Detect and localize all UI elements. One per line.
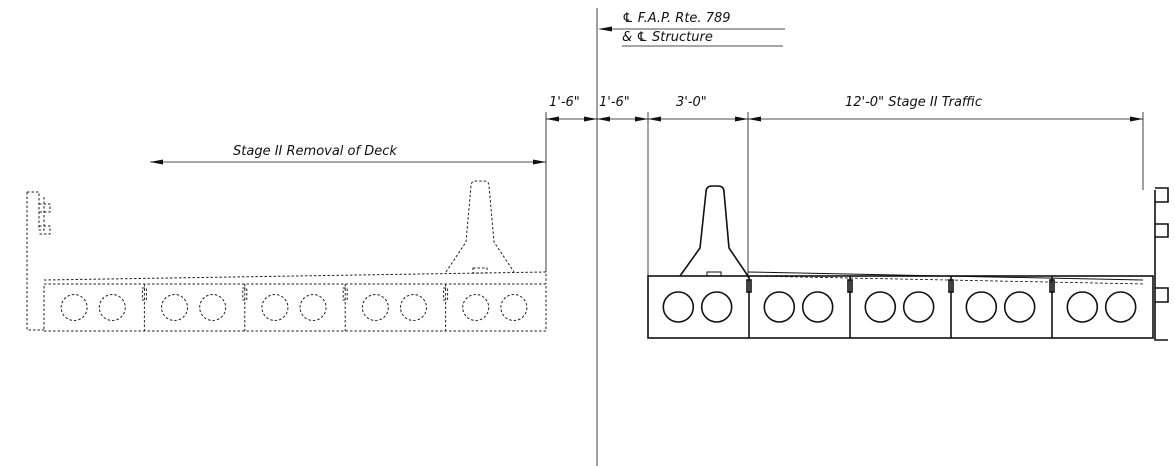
beam-void [902, 291, 935, 323]
beam-void [1104, 291, 1137, 323]
remaining-deck-section [647, 185, 1169, 341]
removal-label: Stage II Removal of Deck [233, 144, 397, 159]
shear-key [141, 287, 147, 301]
removed-deck-overlay [43, 271, 547, 284]
dimension-string: 1'-6" 1'-6" 3'-0" 12'-0" Stage II Traffi… [545, 95, 1144, 280]
removed-beam-void [361, 294, 389, 321]
removed-beam-void [199, 294, 227, 321]
removed-beam-void [299, 294, 327, 321]
shear-key [443, 287, 449, 301]
shear-key [342, 287, 348, 301]
shear-key [1049, 279, 1055, 293]
dim-left-offset: 1'-6" [549, 95, 580, 110]
beam-void [864, 291, 897, 323]
removed-beam-void [399, 294, 427, 321]
beam-void [662, 291, 695, 323]
removed-left-parapet [27, 191, 45, 231]
shear-key [746, 279, 752, 293]
dim-traffic-lane: 12'-0" Stage II Traffic [845, 95, 982, 110]
dim-barrier-width: 3'-0" [676, 95, 707, 110]
removed-beam-void [261, 294, 289, 321]
removed-beam-void [98, 294, 126, 321]
beam-void [763, 291, 796, 323]
removed-beam-void [60, 294, 88, 321]
centerline-leader-arrow [598, 26, 612, 32]
beam-void [700, 291, 733, 323]
beam-void [1003, 291, 1036, 323]
removed-traffic-barrier [445, 180, 515, 273]
dim-right-offset: 1'-6" [599, 95, 630, 110]
removal-dimension: Stage II Removal of Deck [150, 144, 546, 165]
shear-key [948, 279, 954, 293]
centerline-callout: ℄ F.A.P. Rte. 789 & ℄ Structure [598, 11, 785, 47]
removed-beam-void [161, 294, 189, 321]
removed-beam-void [462, 294, 490, 321]
remaining-right-parapet [1154, 187, 1169, 341]
beam-void [1066, 291, 1099, 323]
beam-void [801, 291, 834, 323]
removed-beam-group [60, 284, 528, 331]
shear-key [847, 279, 853, 293]
beam-void [965, 291, 998, 323]
removed-beam-void [500, 294, 528, 321]
shear-key [242, 287, 248, 301]
remaining-beam-group [662, 276, 1137, 338]
remaining-traffic-barrier [679, 185, 749, 277]
removed-deck-section [26, 180, 547, 332]
centerline-label-structure: & ℄ Structure [622, 30, 713, 45]
centerline-label-route: ℄ F.A.P. Rte. 789 [622, 11, 731, 26]
